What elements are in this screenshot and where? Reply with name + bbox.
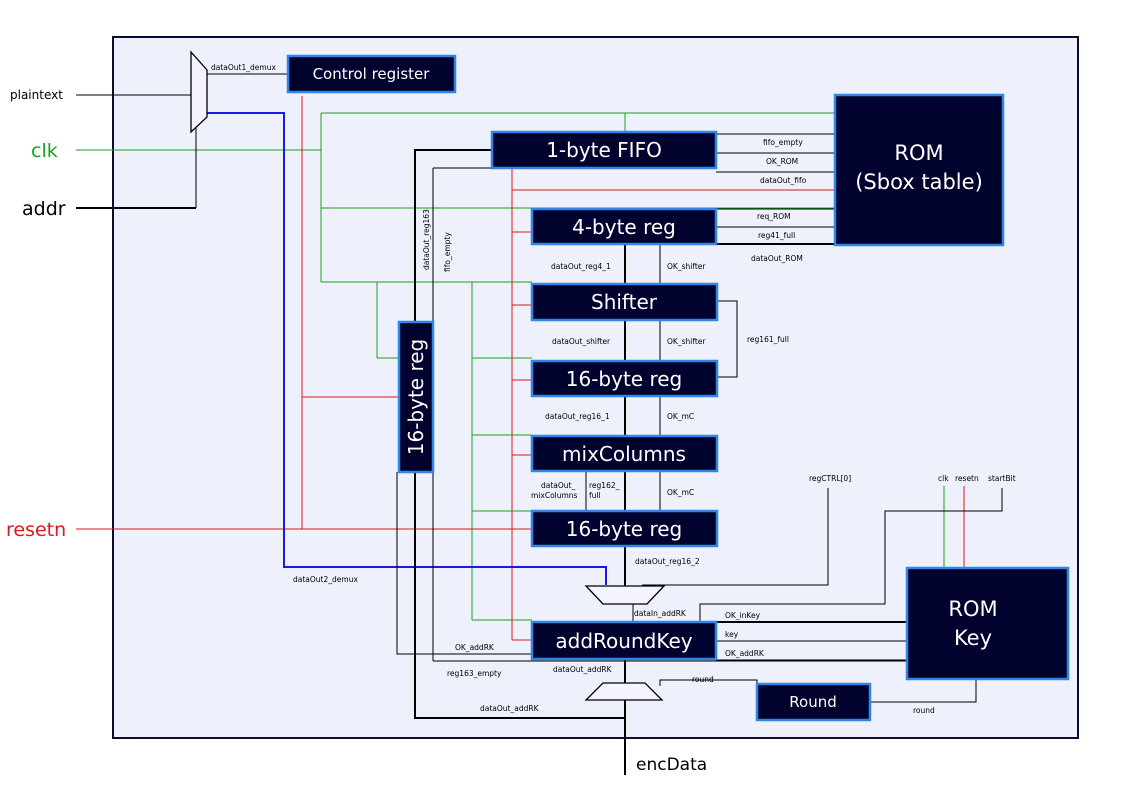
clk-input-label: clk [31, 140, 58, 162]
reg16a-label: 16-byte reg [566, 367, 682, 391]
sig-round-bottom: round [913, 706, 935, 715]
sig-ok-mc-1: OK_mC [667, 412, 694, 421]
sig-fifo-empty-vertical: fifo_empty [443, 232, 452, 272]
encdata-output-label: encData [636, 755, 707, 775]
round-label: Round [789, 693, 836, 711]
reset-network [76, 96, 965, 641]
sig-ok-addrk-left: OK_addRK [455, 643, 495, 652]
sig-req-rom: req_ROM [757, 212, 791, 221]
clock-network [76, 112, 945, 621]
sig-dataout1-demux: dataOut1_demux [211, 63, 276, 72]
sig-ok-shifter-2: OK_shifter [667, 337, 706, 346]
addr-input-label: addr [22, 198, 66, 220]
sig-dataout-shifter: dataOut_shifter [552, 337, 611, 346]
reg16-side-block [397, 320, 435, 474]
sig-dataout-reg16-2: dataOut_reg16_2 [635, 557, 700, 566]
rom-sbox-label-line1: ROM [894, 141, 943, 165]
sig-ok-addrk-right: OK_addRK [725, 649, 765, 658]
sig-regctrl: regCTRL[0] [809, 474, 851, 483]
rom-key-label-line1: ROM [948, 597, 997, 621]
reg16b-block [530, 509, 719, 548]
sig-reg162-full-line2: full [589, 491, 601, 500]
sig-reg161-full: reg161_full [747, 335, 789, 344]
sig-dataout2-demux: dataOut2_demux [293, 575, 358, 584]
mixcolumns-block [530, 434, 719, 473]
rom-sbox-label-line2: (Sbox table) [855, 170, 983, 194]
sig-dataout-reg4-1: dataOut_reg4_1 [551, 262, 611, 271]
mixcolumns-label: mixColumns [562, 442, 686, 466]
rom-sbox-block [833, 93, 1005, 247]
reg4-label: 4-byte reg [572, 215, 676, 239]
sig-dataout-rom: dataOut_ROM [751, 254, 803, 263]
sig-reg162-full-line1: reg162_ [589, 481, 620, 490]
sig-dataout-addrk-bottom: dataOut_addRK [480, 704, 540, 713]
reg4-block [530, 207, 718, 246]
sig-dataout-fifo: dataOut_fifo [760, 176, 807, 185]
sig-dataout-mixcolumns-line2: mixColumns [531, 491, 578, 500]
input-demux [190, 50, 208, 134]
fifo-block [490, 130, 718, 170]
sig-ok-inkey: OK_inKey [725, 611, 761, 620]
reg16a-block [530, 359, 719, 398]
sig-reg163-empty: reg163_empty [447, 669, 502, 678]
data-paths [76, 149, 907, 775]
output-demux [584, 682, 664, 701]
plaintext-data-bus [207, 112, 607, 585]
reg16-side-label: 16-byte reg [404, 339, 428, 455]
shifter-label: Shifter [591, 290, 658, 314]
sig-dataout-addrk-top: dataOut_addRK [553, 665, 613, 674]
sig-dataout-reg16-1: dataOut_reg16_1 [545, 412, 610, 421]
fifo-label: 1-byte FIFO [546, 138, 662, 162]
sig-ok-mc-2: OK_mC [667, 488, 694, 497]
sig-dataout-reg163: dataOut_reg163 [422, 209, 431, 270]
reg16b-label: 16-byte reg [566, 517, 682, 541]
sig-dataout-mixcolumns-line1: dataOut_ [541, 481, 575, 490]
sig-reg41-full: reg41_full [758, 231, 795, 240]
sig-round-top: round [692, 675, 714, 684]
sig-resetn-small: resetn [955, 474, 979, 483]
plaintext-input-label: plaintext [10, 88, 63, 102]
sig-fifo-empty-right: fifo_empty [763, 138, 803, 147]
addroundkey-block [530, 620, 718, 661]
rom-key-label-line2: Key [954, 626, 992, 650]
sig-clk-small: clk [938, 474, 949, 483]
round-block [755, 682, 872, 722]
sig-startbit: startBit [988, 474, 1016, 483]
resetn-input-label: resetn [6, 519, 66, 541]
addroundkey-label: addRoundKey [555, 629, 692, 653]
sig-key: key [725, 630, 739, 639]
rom-key-block [905, 566, 1070, 681]
shifter-block [530, 282, 719, 322]
control-register-label: Control register [313, 65, 431, 83]
sig-ok-rom: OK_ROM [766, 157, 798, 166]
addroundkey-input-mux [584, 585, 666, 605]
sig-ok-shifter-1: OK_shifter [667, 262, 706, 271]
control-register-block [286, 54, 457, 94]
sig-datain-addrk: dataIn_addRK [634, 609, 687, 618]
